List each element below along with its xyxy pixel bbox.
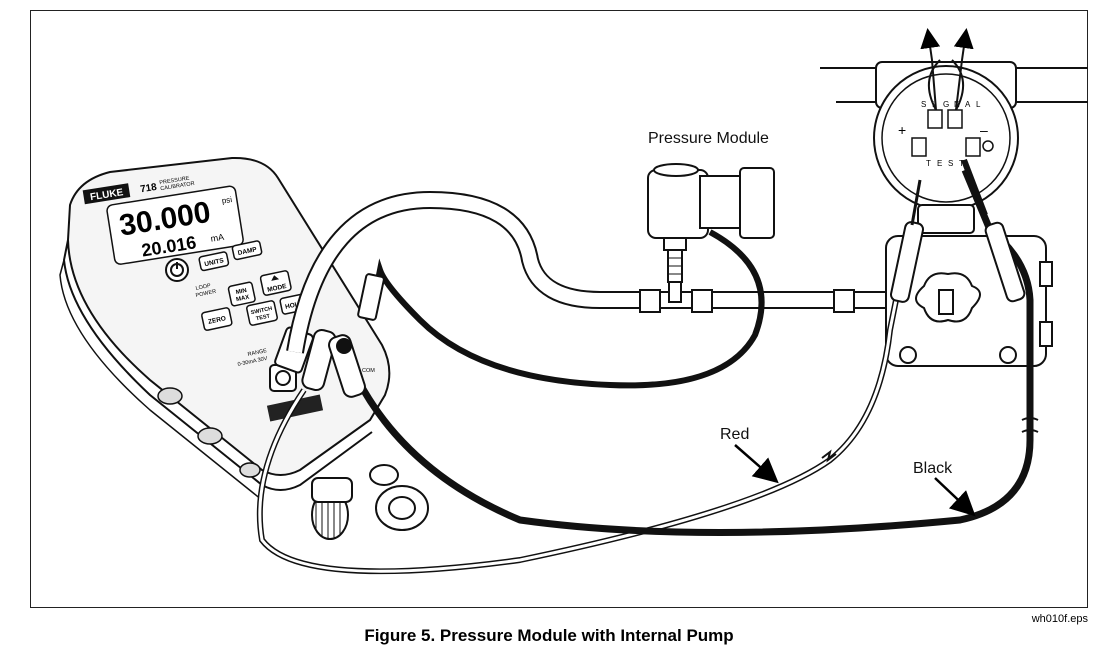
figure-caption: Figure 5. Pressure Module with Internal … [364,626,734,645]
ground-screw [982,140,994,152]
red-lead-label: Red [720,426,750,443]
loop-power-label-2: POWER [195,289,217,299]
test-letter: S [948,159,953,168]
red-test-lead [256,179,925,575]
pressure-module [647,163,775,283]
svg-text:HOLD: HOLD [285,300,305,311]
display-unit-psi: psi [221,195,233,206]
brand-name: FLUKE [89,187,124,203]
tee-fitting [668,281,682,303]
pressure-hose [286,190,885,354]
power-button[interactable] [165,258,189,282]
svg-text:SWITCH: SWITCH [250,306,272,316]
calibrator-unit: FLUKE 718 PRESSURE CALIBRATOR 30.000 psi… [59,156,429,540]
model-number: 718 [139,182,158,196]
file-id: wh010f.eps [1031,613,1088,625]
brand-badge [82,183,131,205]
module-cable [369,229,765,389]
damp-button[interactable]: DAMP [231,240,263,261]
test-letter: T [926,159,931,168]
svg-text:ZERO: ZERO [208,315,227,326]
signal-wire-positive [920,28,941,111]
zero-button[interactable]: ZERO [201,307,233,331]
signal-letter: A [965,100,971,109]
svg-text:MAX: MAX [236,295,250,304]
lead-break-mark [1021,417,1039,433]
svg-text:TEST: TEST [256,313,272,322]
svg-text:MODE: MODE [267,283,288,294]
vent-knob[interactable] [369,464,429,531]
hose-fitting [691,289,713,313]
loop-power-label-1: LOOP [195,283,212,292]
com-label: COM [362,368,375,374]
signal-letter: G [943,100,949,109]
figure-frame [30,10,1088,608]
up-arrow-icon [271,275,280,281]
red-callout-arrow [734,444,779,484]
plus-sign: + [898,122,906,138]
test-letter: E [937,159,942,168]
hose-fitting [639,289,661,313]
mode-button[interactable]: MODE [259,270,292,296]
signal-letter: L [976,100,981,109]
module-connector [357,273,385,321]
black-callout-arrow [934,477,976,517]
terminal-screw [911,137,927,157]
svg-text:DAMP: DAMP [237,246,258,257]
switch-test-button[interactable]: SWITCH TEST [246,300,278,326]
min-max-button[interactable]: MIN MAX [227,281,256,307]
terminal-screw [947,109,963,129]
display-unit-ma: mA [210,232,225,244]
signal-wire-negative [953,28,974,111]
hose-fitting [833,289,855,313]
terminal-screw [965,137,981,157]
model-desc-1: PRESSURE [159,176,190,187]
svg-text:MIN: MIN [235,288,247,296]
test-letter: T [959,159,964,168]
minus-sign: – [980,122,988,138]
pressure-module-label: Pressure Module [648,130,769,147]
grip-bump [197,427,223,445]
grip-bump [239,462,261,478]
black-test-lead [328,158,1034,536]
pump-knob[interactable] [311,477,353,540]
grip-bump [157,387,183,405]
svg-text:UNITS: UNITS [204,257,225,268]
model-desc-2: CALIBRATOR [160,181,195,192]
units-button[interactable]: UNITS [198,251,230,272]
port-label-1: RANGE [247,348,268,358]
signal-letter: S [921,100,926,109]
terminal-screw [927,109,943,129]
lead-break-mark [821,449,837,463]
black-lead-label: Black [913,460,953,477]
